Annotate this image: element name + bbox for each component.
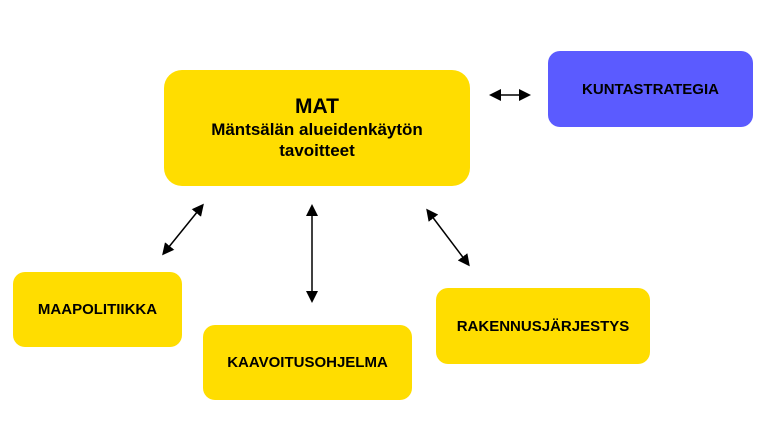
maapolitiikka-box: MAAPOLITIIKKA — [13, 272, 182, 347]
mat-title: MAT — [295, 95, 339, 118]
kuntastrategia-label: KUNTASTRATEGIA — [582, 80, 719, 98]
maapolitiikka-label: MAAPOLITIIKKA — [37, 301, 158, 318]
rakennusjarjestys-label: RAKENNUSJÄRJESTYS — [456, 317, 630, 335]
kaavoitusohjelma-box: KAAVOITUSOHJELMA — [203, 325, 412, 400]
kuntastrategia-box: KUNTASTRATEGIA — [548, 51, 753, 127]
arrow-rakennusjarjestys — [426, 208, 470, 267]
mat-subtitle: Mäntsälän alueidenkäytön tavoitteet — [211, 120, 423, 160]
rakennusjarjestys-box: RAKENNUSJÄRJESTYS — [436, 288, 650, 364]
kaavoitusohjelma-label: KAAVOITUSOHJELMA — [227, 354, 388, 371]
arrow-maapolitiikka — [162, 203, 204, 256]
mat-box: MAT Mäntsälän alueidenkäytön tavoitteet — [164, 70, 470, 186]
